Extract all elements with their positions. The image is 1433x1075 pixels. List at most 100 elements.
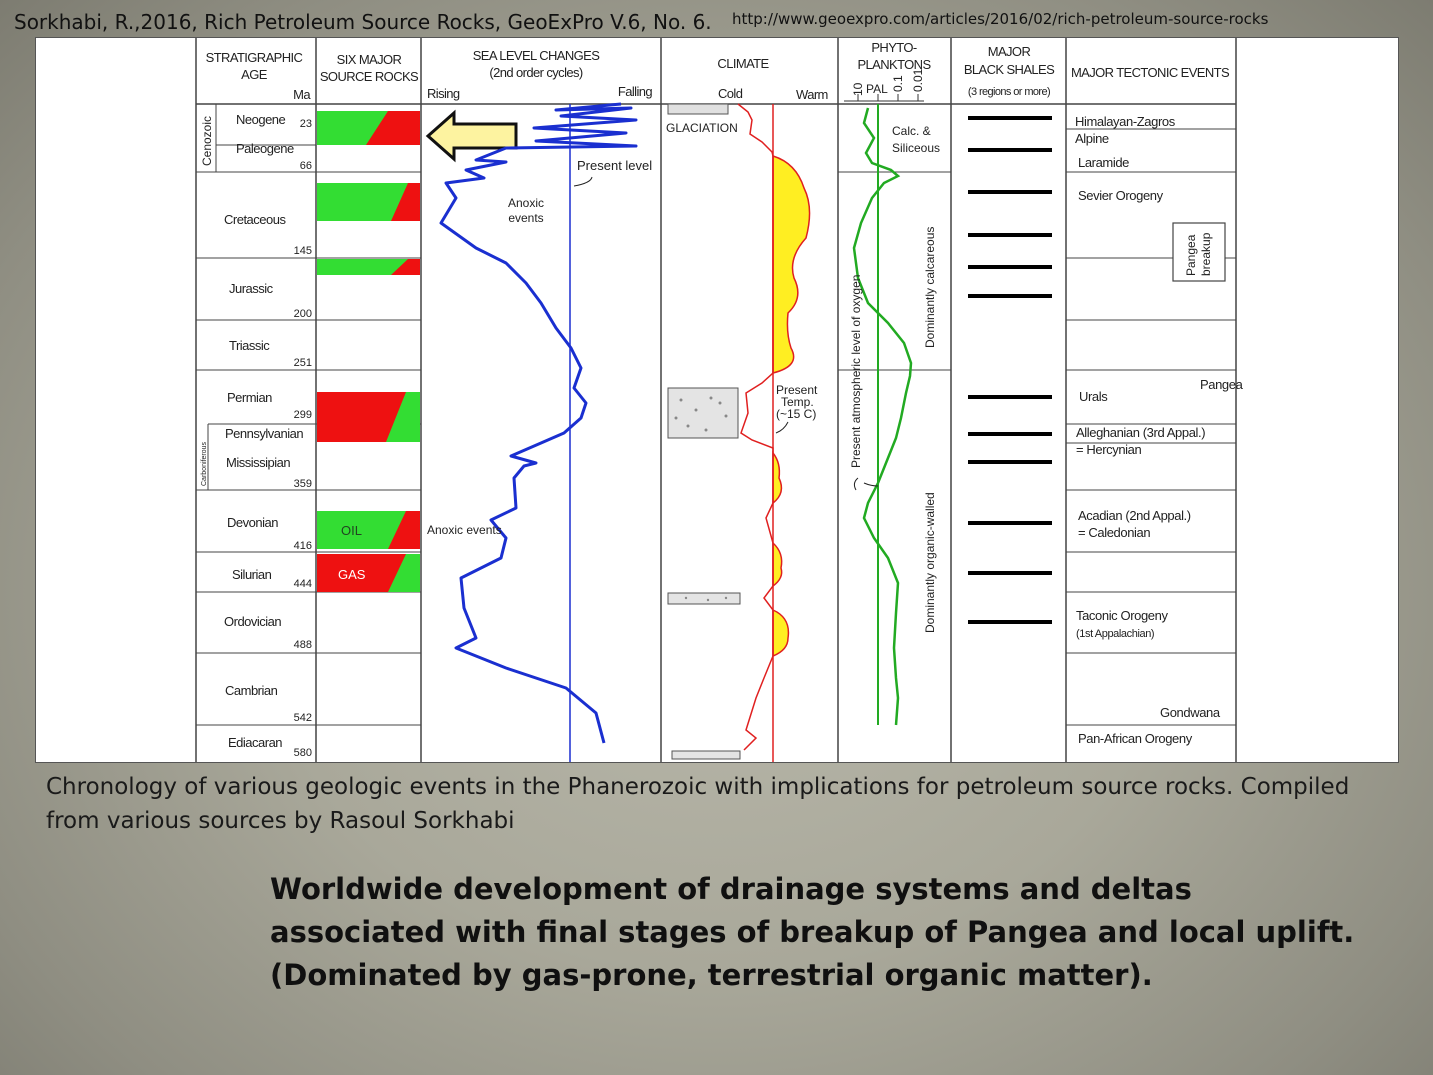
header-sea-1: SEA LEVEL CHANGES <box>473 48 601 63</box>
glaciation-box-permian <box>667 387 739 439</box>
glaciation-box-neogene <box>667 103 729 115</box>
highlight-arrow-icon <box>425 109 518 163</box>
source-rock-devonian <box>317 511 420 549</box>
header-sea-2: (2nd order cycles) <box>489 65 583 80</box>
calc-siliceous-1: Calc. & <box>892 124 931 138</box>
present-temp-2: Temp. <box>781 395 814 409</box>
geologic-chronology-figure: STRATIGRAPHIC AGE Ma SIX MAJOR SOURCE RO… <box>35 37 1399 763</box>
oil-label: OIL <box>341 523 362 538</box>
glaciation-box-ordovician <box>667 592 741 605</box>
period-ordovician: Ordovician <box>224 614 281 629</box>
warm-area-3 <box>772 541 783 588</box>
period-permian: Permian <box>227 390 272 405</box>
tectonic-gondwana: Gondwana <box>1160 705 1221 720</box>
glaciation-label: GLACIATION <box>666 121 738 135</box>
climate-curve <box>737 103 774 751</box>
period-pennsylvanian: Pennsylvanian <box>225 426 303 441</box>
header-shale-3: (3 regions or more) <box>968 86 1050 98</box>
period-neogene: Neogene <box>236 112 286 127</box>
calc-siliceous-2: Siliceous <box>892 141 940 155</box>
period-triassic: Triassic <box>229 338 270 353</box>
statement-line-2: associated with final stages of breakup … <box>270 915 1355 949</box>
pal-tick-0-1: 0.1 <box>891 75 905 92</box>
header-strat-1: STRATIGRAPHIC <box>206 50 303 65</box>
source-rock-neogene-paleogene <box>317 111 420 145</box>
period-cambrian: Cambrian <box>225 683 278 698</box>
period-mississipian: Mississipian <box>226 455 290 470</box>
age-251: 251 <box>294 357 312 369</box>
age-200: 200 <box>294 308 312 320</box>
source-url[interactable]: http://www.geoexpro.com/articles/2016/02… <box>732 10 1269 28</box>
tectonic-taconic-1: Taconic Orogeny <box>1076 608 1168 623</box>
period-silurian: Silurian <box>232 567 272 582</box>
header-shale-2: BLACK SHALES <box>964 62 1055 77</box>
figure-caption: Chronology of various geologic events in… <box>46 774 1350 834</box>
pal-scale: 10 PAL 0.1 0.01 <box>844 68 925 102</box>
column-headers: STRATIGRAPHIC AGE Ma SIX MAJOR SOURCE RO… <box>206 40 1231 102</box>
age-359: 359 <box>294 478 312 490</box>
header-phyto-2: PLANKTONS <box>857 57 931 72</box>
pal-tick-pal: PAL <box>866 82 888 96</box>
era-carboniferous: Carboniferous <box>201 442 208 486</box>
tectonic-laramide: Laramide <box>1078 155 1129 170</box>
header-rising: Rising <box>427 86 460 101</box>
period-devonian: Devonian <box>227 515 278 530</box>
era-cenozoic: Cenozoic <box>200 116 214 166</box>
age-444: 444 <box>294 578 312 590</box>
tectonic-acadian-1: Acadian (2nd Appal.) <box>1078 508 1191 523</box>
present-temp-1: Present <box>776 383 818 397</box>
tectonic-urals: Urals <box>1079 389 1108 404</box>
key-statement: Worldwide development of drainage system… <box>270 868 1355 997</box>
tectonic-himalayan: Himalayan-Zagros <box>1075 114 1176 129</box>
phyto-panel: Calc. & Siliceous Dominantly calcareous … <box>849 104 940 726</box>
age-66: 66 <box>300 160 312 172</box>
dominantly-calcareous-label: Dominantly calcareous <box>923 227 937 348</box>
tectonic-labels: Himalayan-Zagros Alpine Laramide Sevier … <box>1075 114 1244 746</box>
climate-panel: GLACIATION Present Temp. (~15 C) <box>666 103 818 762</box>
period-paleogene: Paleogene <box>236 141 294 156</box>
present-temp-3: (~15 C) <box>776 407 816 421</box>
period-jurassic: Jurassic <box>229 281 274 296</box>
oxygen-pointer <box>853 477 879 491</box>
phyto-curve <box>852 107 913 726</box>
pangea-breakup-1: Pangea <box>1184 234 1198 276</box>
glaciation-box-ediacaran <box>671 750 741 760</box>
source-rock-permian <box>317 392 420 442</box>
tectonic-taconic-2: (1st Appalachian) <box>1076 628 1154 640</box>
age-23: 23 <box>300 118 312 130</box>
tectonic-alleghanian-1: Alleghanian (3rd Appal.) <box>1076 425 1205 440</box>
tectonic-alleghanian-2: = Hercynian <box>1076 442 1141 457</box>
chronology-diagram: STRATIGRAPHIC AGE Ma SIX MAJOR SOURCE RO… <box>195 38 1244 762</box>
gas-label: GAS <box>338 567 366 582</box>
citation-text: Sorkhabi, R.,2016, Rich Petroleum Source… <box>14 10 712 34</box>
anoxic-events-label: Anoxic events <box>427 523 502 537</box>
present-level-pointer <box>573 176 593 187</box>
dominantly-organic-label: Dominantly organic-walled <box>923 492 937 633</box>
header-phyto-1: PHYTO- <box>871 40 917 55</box>
tectonic-pangea: Pangea <box>1200 377 1244 392</box>
age-416: 416 <box>294 540 312 552</box>
period-labels: Neogene Paleogene Cretaceous Jurassic Tr… <box>224 112 304 750</box>
present-level-label: Present level <box>577 158 652 173</box>
anoxic-label-1: Anoxic <box>508 196 544 210</box>
source-rock-bars: OIL GAS <box>317 111 420 592</box>
source-rock-silurian <box>317 554 420 592</box>
period-ediacaran: Ediacaran <box>228 735 282 750</box>
source-rock-cretaceous-2 <box>317 259 420 275</box>
warm-area-1 <box>772 154 811 374</box>
pangea-breakup-box: Pangea breakup <box>1172 222 1226 282</box>
age-542: 542 <box>294 712 312 724</box>
statement-line-3: (Dominated by gas-prone, terrestrial org… <box>270 958 1153 992</box>
header-tectonic: MAJOR TECTONIC EVENTS <box>1071 65 1230 80</box>
present-temp-pointer <box>775 421 789 434</box>
tectonic-panafrican: Pan-African Orogeny <box>1078 731 1193 746</box>
header-source-1: SIX MAJOR <box>337 52 402 67</box>
header-falling: Falling <box>618 84 652 99</box>
header-strat-2: AGE <box>241 67 268 82</box>
header-shale-1: MAJOR <box>988 44 1031 59</box>
period-ages: 23 66 145 200 251 299 359 416 444 488 54… <box>294 118 312 759</box>
tectonic-acadian-2: = Caledonian <box>1078 525 1150 540</box>
age-299: 299 <box>294 409 312 421</box>
pangea-breakup-2: breakup <box>1199 232 1213 276</box>
period-cretaceous: Cretaceous <box>224 212 286 227</box>
